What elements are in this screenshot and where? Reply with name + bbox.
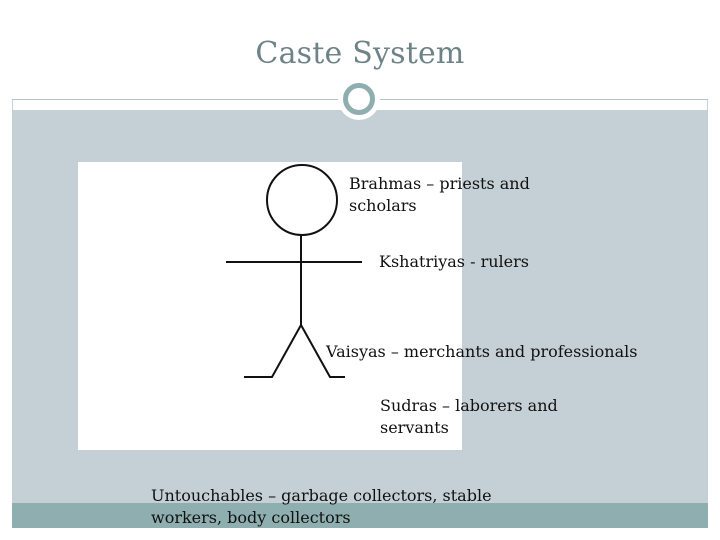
- caste-label-brahmas-line-1: Brahmas – priests and: [349, 174, 530, 193]
- caste-label-untouchables: Untouchables – garbage collectors, stabl…: [151, 485, 492, 529]
- caste-label-sudras-line-1: Sudras – laborers and: [380, 396, 558, 415]
- caste-label-brahmas: Brahmas – priests and scholars: [349, 173, 530, 217]
- stick-figure-right-leg: [300, 324, 345, 378]
- caste-label-sudras-line-2: servants: [380, 418, 449, 437]
- caste-label-untouchables-line-1: Untouchables – garbage collectors, stabl…: [151, 486, 492, 505]
- stick-figure-head: [266, 164, 338, 236]
- stick-figure-panel: [78, 162, 462, 450]
- caste-label-kshatriyas: Kshatriyas - rulers: [379, 252, 529, 271]
- slide-title: Caste System: [255, 36, 465, 71]
- caste-label-sudras: Sudras – laborers and servants: [380, 395, 558, 439]
- caste-label-vaisyas: Vaisyas – merchants and professionals: [326, 342, 638, 361]
- caste-label-brahmas-line-2: scholars: [349, 196, 417, 215]
- stick-figure-left-leg: [244, 324, 302, 378]
- caste-label-untouchables-line-2: workers, body collectors: [151, 508, 351, 527]
- circle-ornament-icon: [343, 83, 375, 115]
- footer-bar: [12, 503, 708, 528]
